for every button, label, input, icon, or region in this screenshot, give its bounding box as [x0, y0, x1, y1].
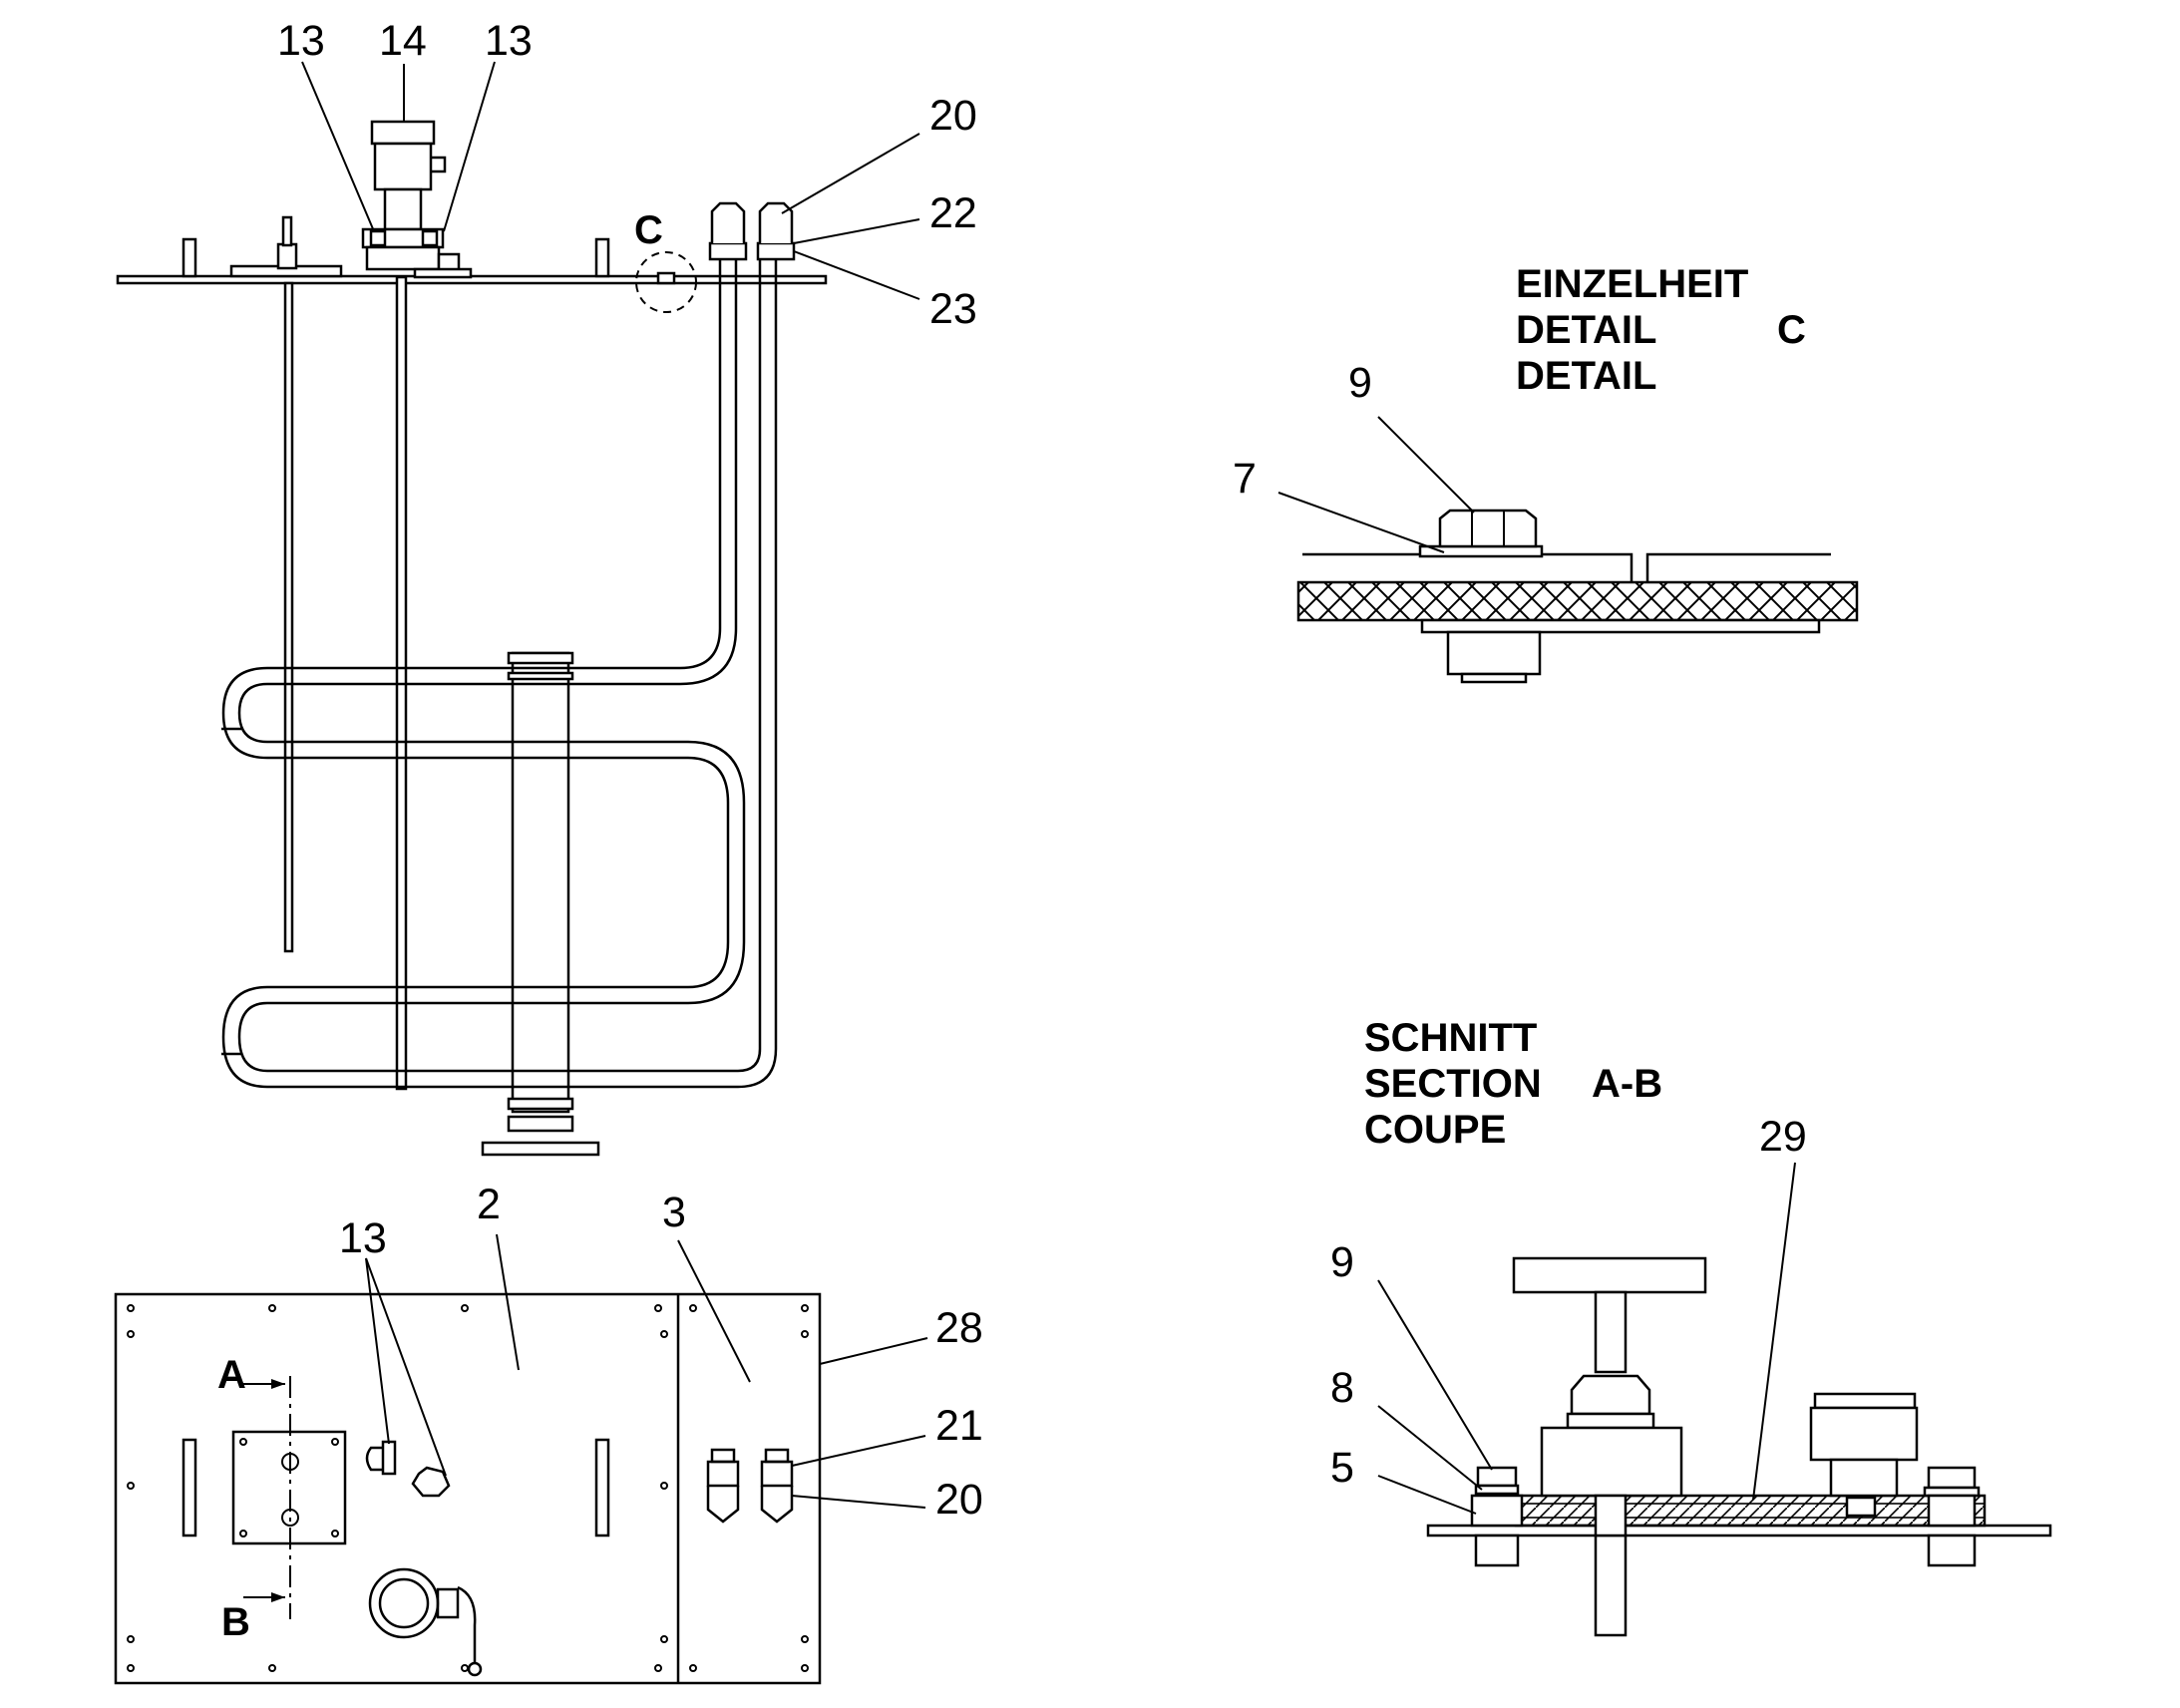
- detail-insulation-panel: [1296, 580, 1859, 622]
- section-callout-29: 29: [1759, 1113, 1807, 1161]
- plan-holes: [127, 1304, 809, 1672]
- fitting-13-a: [365, 1446, 383, 1472]
- section-ab-view: SCHNITT SECTION COUPE A-B: [1330, 1016, 2052, 1637]
- plan-outline: [114, 1292, 822, 1685]
- fitting-13-b: [411, 1466, 451, 1498]
- detail-callout-9: 9: [1348, 359, 1372, 407]
- section-heading-line-3: COUPE: [1364, 1108, 1506, 1152]
- small-fitting: [229, 215, 343, 278]
- detail-heading-line-3: DETAIL: [1516, 354, 1656, 398]
- section-callout-8: 8: [1330, 1364, 1354, 1412]
- sensor-head-plan: [368, 1567, 483, 1677]
- plan-leaders: [365, 1233, 928, 1509]
- slot-left: [182, 1438, 197, 1537]
- section-heading-letters: A-B: [1592, 1062, 1662, 1106]
- detail-bolt-end: [1460, 672, 1528, 684]
- callout-2: 2: [477, 1181, 501, 1228]
- detail-heading-line-2: DETAIL: [1516, 308, 1656, 352]
- detail-bolt-head: [1438, 509, 1538, 548]
- detail-c-marker: C: [634, 208, 663, 252]
- section-valve-assembly: [1512, 1256, 1707, 1637]
- callout-3: 3: [662, 1189, 686, 1236]
- slot-right: [594, 1438, 610, 1537]
- section-insulation-29: [1514, 1494, 1987, 1528]
- section-heading-line-2: SECTION: [1364, 1062, 1542, 1106]
- detail-top-plates: [1302, 552, 1831, 582]
- callout-28: 28: [935, 1304, 983, 1352]
- section-bolt-right: [1923, 1466, 1981, 1567]
- callout-13-left: 13: [277, 17, 325, 65]
- post-left: [182, 237, 197, 278]
- detail-c-view: EINZELHEIT DETAIL DETAIL C 9 7: [1233, 262, 1859, 684]
- section-base-plate: [1426, 1524, 2052, 1537]
- callout-20: 20: [929, 92, 977, 140]
- rod-left: [283, 281, 294, 953]
- post-right: [594, 237, 610, 278]
- detail-callout-7: 7: [1233, 455, 1257, 503]
- detail-c-bolt-mark: [656, 271, 676, 285]
- pipe-fitting-right: [756, 201, 796, 261]
- detail-bottom-plate: [1420, 618, 1821, 634]
- fittings-20-21-plan: [706, 1448, 794, 1524]
- detail-nut: [1446, 630, 1542, 676]
- level-sensor-14: [361, 120, 473, 279]
- pipe-fitting-left: [708, 201, 748, 261]
- section-label-b: B: [221, 1600, 250, 1644]
- main-leaders: [301, 61, 920, 300]
- plan-view: 13 2 3 28 21 20 A B: [114, 1181, 983, 1685]
- main-elevation-view: 13 14 13 20 22 23 C: [116, 17, 977, 1157]
- section-sensor-fitting: [1809, 1392, 1919, 1518]
- section-label-a: A: [217, 1353, 246, 1397]
- callout-13-plan: 13: [339, 1214, 387, 1262]
- section-heading-line-1: SCHNITT: [1364, 1016, 1537, 1060]
- callout-21: 21: [935, 1402, 983, 1450]
- callout-20-plan: 20: [935, 1476, 983, 1524]
- section-leaders: [1377, 1162, 1796, 1515]
- flange-plate: [231, 1430, 347, 1545]
- callout-14: 14: [379, 17, 427, 65]
- section-callout-9: 9: [1330, 1238, 1354, 1286]
- detail-c-circle: [635, 251, 697, 313]
- center-standpipe: [481, 651, 600, 1157]
- heating-coil: [221, 257, 778, 1089]
- detail-heading-letter: C: [1777, 308, 1806, 352]
- callout-13-right: 13: [485, 17, 533, 65]
- section-callout-5: 5: [1330, 1444, 1354, 1492]
- callout-22: 22: [929, 189, 977, 237]
- detail-heading-line-1: EINZELHEIT: [1516, 262, 1748, 306]
- callout-23: 23: [929, 285, 977, 333]
- section-bolt-left: [1470, 1466, 1524, 1567]
